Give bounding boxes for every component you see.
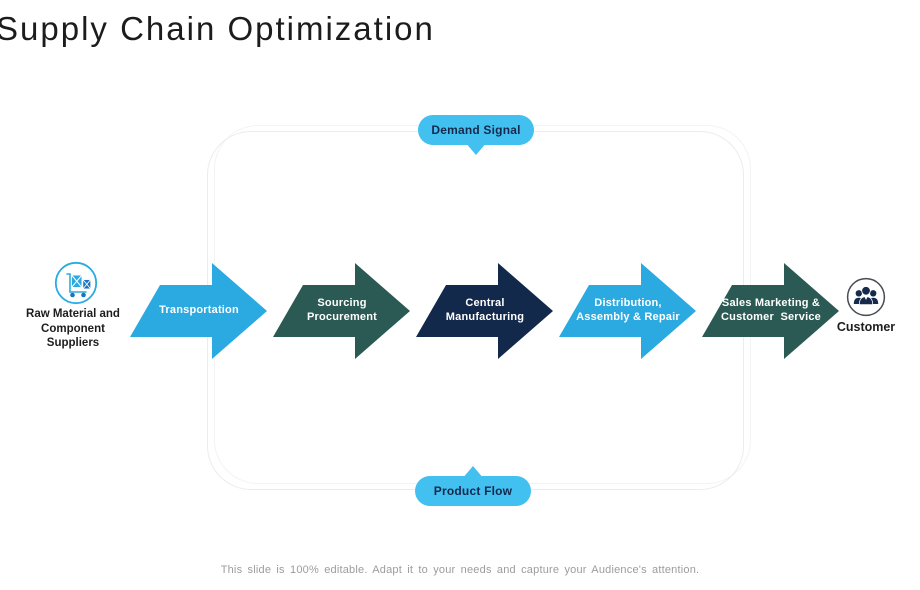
process-arrow-3 — [416, 263, 553, 359]
process-step-label-transportation: Transportation — [159, 304, 239, 317]
source-label: Raw Material and Component Suppliers — [26, 308, 120, 350]
process-arrow-1 — [130, 263, 267, 359]
process-arrows — [130, 263, 839, 359]
editable-note: This slide is 100% editable. Adapt it to… — [220, 564, 700, 576]
process-arrow-5 — [702, 263, 839, 359]
process-step-label-sales: Sales Marketing & Customer Service — [721, 297, 821, 323]
product-flow-callout: Product Flow — [415, 476, 531, 506]
destination-label: Customer — [836, 320, 896, 334]
customer-group-icon — [846, 277, 886, 317]
hand-truck-crates-icon — [54, 261, 98, 305]
process-arrow-4 — [559, 263, 696, 359]
demand-signal-label: Demand Signal — [431, 123, 521, 137]
process-step-label-manufacturing: Central Manufacturing — [445, 297, 525, 323]
slide-title: Supply Chain Optimization — [0, 10, 435, 47]
product-flow-label: Product Flow — [433, 484, 513, 498]
demand-signal-callout: Demand Signal — [418, 115, 534, 145]
process-step-label-sourcing: Sourcing Procurement — [306, 297, 378, 323]
process-arrow-2 — [273, 263, 410, 359]
process-step-label-distribution: Distribution, Assembly & Repair — [576, 297, 680, 323]
